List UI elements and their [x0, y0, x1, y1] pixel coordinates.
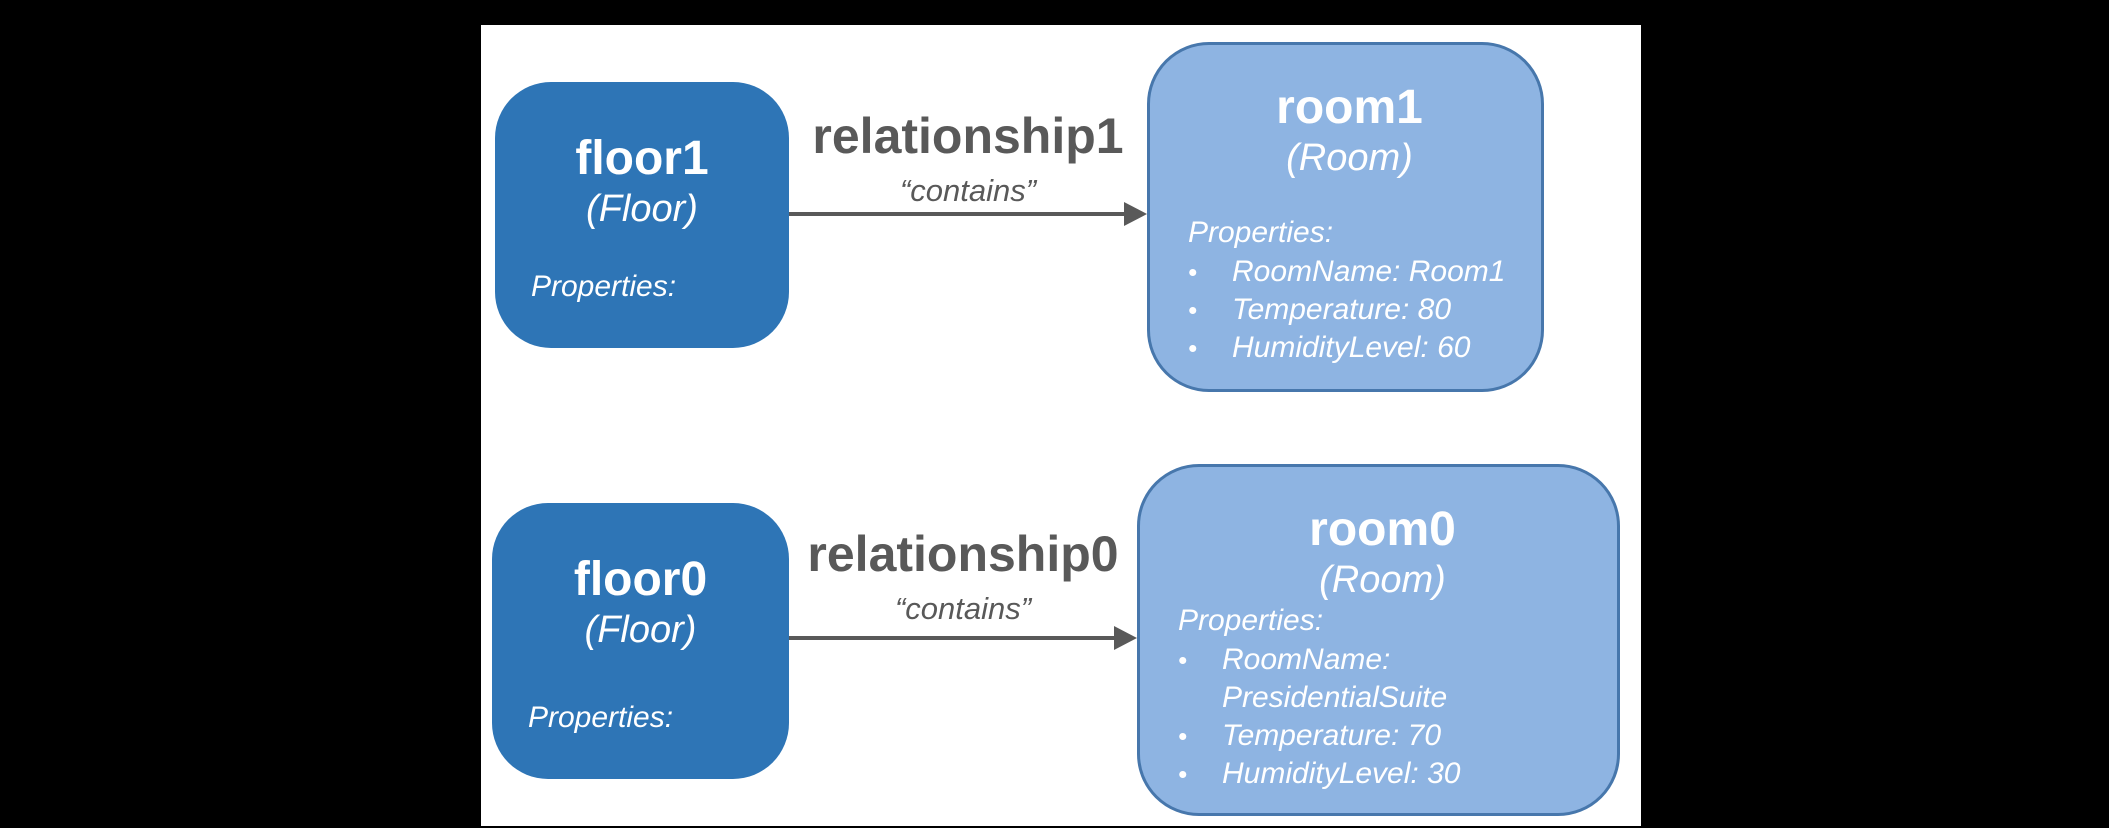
bullet-icon: • [1178, 721, 1188, 751]
bullet-icon: • [1178, 645, 1188, 675]
property-value: HumidityLevel: 60 [1232, 331, 1471, 364]
relationship0-name: relationship0 [807, 526, 1119, 582]
property-item: • HumidityLevel: 30 [1178, 755, 1587, 793]
relationship1-name: relationship1 [812, 108, 1124, 164]
room1-properties: Properties: • RoomName: Room1 • Temperat… [1188, 215, 1511, 367]
bullet-icon: • [1188, 257, 1198, 287]
relationship0-label-group: relationship0 “contains” [789, 528, 1137, 625]
floor0-properties-label: Properties: [528, 701, 674, 734]
relationship1-label-group: relationship1 “contains” [789, 110, 1147, 207]
node-room1: room1 (Room) Properties: • RoomName: Roo… [1147, 42, 1544, 392]
floor1-properties-label: Properties: [531, 270, 677, 303]
relationship1-contains-label: “contains” [899, 173, 1037, 208]
room1-title: room1 [1276, 81, 1423, 134]
floor0-title: floor0 [573, 553, 708, 606]
node-floor0: floor0 (Floor) Properties: [492, 503, 789, 779]
property-value: Temperature: 80 [1232, 293, 1452, 326]
bullet-icon: • [1188, 295, 1198, 325]
arrow-floor0-to-room0-arrowhead-icon [1114, 626, 1137, 650]
arrow-floor1-to-room1-shaft [789, 212, 1127, 216]
property-item: • HumidityLevel: 60 [1188, 329, 1511, 367]
bullet-icon: • [1188, 333, 1198, 363]
property-item: • RoomName: PresidentialSuite [1178, 641, 1587, 717]
arrow-floor0-to-room0-shaft [789, 636, 1117, 640]
relationship0-contains-label: “contains” [894, 591, 1032, 626]
floor1-title: floor1 [575, 132, 709, 185]
property-item: • Temperature: 80 [1188, 291, 1511, 329]
node-room0: room0 (Room) Properties: • RoomName: Pre… [1137, 464, 1620, 816]
room0-title: room0 [1309, 503, 1456, 556]
node-floor1: floor1 (Floor) Properties: [495, 82, 789, 348]
bullet-icon: • [1178, 759, 1188, 789]
property-item: • RoomName: Room1 [1188, 253, 1511, 291]
property-value: RoomName: Room1 [1232, 255, 1506, 288]
room1-type-label: (Room) [1286, 137, 1413, 179]
property-value: RoomName: PresidentialSuite [1222, 643, 1448, 714]
room0-properties: Properties: • RoomName: PresidentialSuit… [1178, 603, 1587, 793]
floor1-type-label: (Floor) [586, 188, 698, 230]
room0-properties-label: Properties: [1178, 604, 1324, 637]
property-item: • Temperature: 70 [1178, 717, 1587, 755]
property-value: HumidityLevel: 30 [1222, 757, 1461, 790]
property-value: Temperature: 70 [1222, 719, 1442, 752]
arrow-floor1-to-room1-arrowhead-icon [1124, 202, 1147, 226]
room0-type-label: (Room) [1319, 559, 1446, 601]
floor0-type-label: (Floor) [584, 609, 697, 651]
room1-properties-label: Properties: [1188, 216, 1334, 249]
